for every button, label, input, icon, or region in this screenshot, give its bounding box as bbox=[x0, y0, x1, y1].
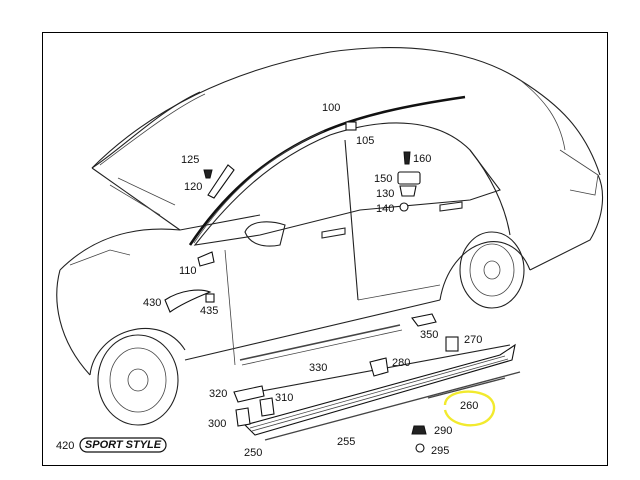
end-cap-110 bbox=[197, 251, 215, 267]
part-130 bbox=[399, 185, 417, 197]
roof-molding bbox=[188, 95, 466, 246]
part-140 bbox=[399, 202, 409, 212]
screw-160 bbox=[403, 151, 411, 165]
label-130: 130 bbox=[376, 188, 394, 200]
label-250: 250 bbox=[244, 447, 262, 459]
label-295: 295 bbox=[431, 445, 449, 457]
label-110: 110 bbox=[179, 265, 197, 277]
molding-330 bbox=[239, 324, 401, 361]
label-320: 320 bbox=[209, 388, 227, 400]
clip-290 bbox=[411, 425, 427, 435]
highlight-circle bbox=[443, 390, 496, 427]
bracket-350 bbox=[411, 313, 437, 327]
clip-310 bbox=[259, 397, 275, 417]
label-150: 150 bbox=[374, 173, 392, 185]
label-330: 330 bbox=[309, 362, 327, 374]
label-255: 255 bbox=[337, 436, 355, 448]
label-430: 430 bbox=[143, 297, 161, 309]
part-435 bbox=[205, 293, 215, 303]
label-125: 125 bbox=[181, 154, 199, 166]
clip-105 bbox=[345, 121, 357, 131]
rear-wheel bbox=[459, 231, 525, 309]
label-300: 300 bbox=[208, 418, 226, 430]
label-140: 140 bbox=[376, 203, 394, 215]
label-105: 105 bbox=[356, 135, 374, 147]
label-160: 160 bbox=[413, 153, 431, 165]
part-150 bbox=[397, 171, 421, 185]
bracket-280 bbox=[369, 357, 389, 377]
label-420: 420 bbox=[56, 440, 74, 452]
bracket-120 bbox=[207, 164, 235, 199]
label-310: 310 bbox=[275, 392, 293, 404]
car-body bbox=[56, 47, 604, 396]
strip-260 bbox=[427, 377, 506, 399]
clip-295 bbox=[415, 443, 425, 453]
label-100: 100 bbox=[322, 102, 340, 114]
part-labels: 100 105 110 120 125 130 140 150 160 250 … bbox=[56, 102, 482, 459]
sill-cover-250 bbox=[243, 343, 516, 436]
label-270: 270 bbox=[464, 334, 482, 346]
bracket-320 bbox=[233, 385, 265, 403]
diagram-frame bbox=[42, 32, 608, 466]
label-350: 350 bbox=[420, 329, 438, 341]
bracket-270 bbox=[445, 336, 459, 352]
label-260: 260 bbox=[460, 400, 478, 412]
label-120: 120 bbox=[184, 181, 202, 193]
label-290: 290 bbox=[434, 425, 452, 437]
clip-300 bbox=[235, 407, 251, 427]
label-435: 435 bbox=[200, 305, 218, 317]
sport-style-badge: SPORT STYLE bbox=[79, 437, 167, 453]
screw-125 bbox=[203, 169, 213, 179]
trim-strip-255 bbox=[264, 371, 521, 441]
label-280: 280 bbox=[392, 357, 410, 369]
badge-text: SPORT STYLE bbox=[85, 439, 162, 451]
molding-330-lower bbox=[241, 329, 403, 366]
front-wheel bbox=[97, 334, 179, 426]
